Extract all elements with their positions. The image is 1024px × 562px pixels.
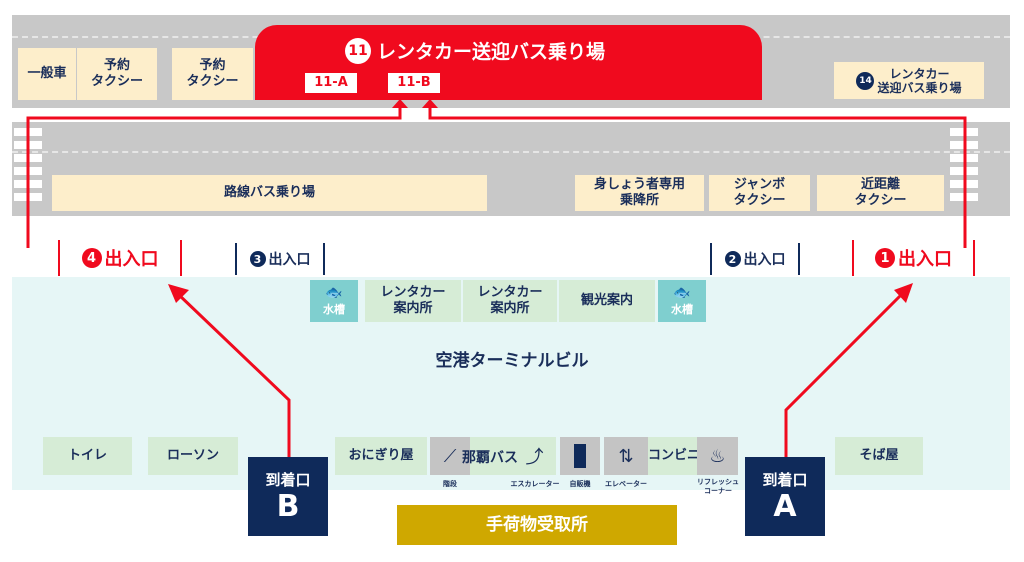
entrance-number: 4 xyxy=(81,248,102,268)
reserved-taxi-area-2: 予約タクシー xyxy=(172,48,253,100)
label: 予約 xyxy=(103,58,130,73)
label: 水槽 xyxy=(671,303,693,316)
fish-icon: 🐟 xyxy=(325,285,343,301)
stop-number-badge: 11 xyxy=(345,37,371,64)
rental-shuttle-title: 11 レンタカー送迎バス乗り場 xyxy=(345,37,675,64)
label: レンタカー xyxy=(477,285,543,300)
elevator-caption: エレベーター xyxy=(605,480,647,488)
terminal-name: 空港ターミナルビル xyxy=(435,351,589,371)
stop-number-badge: 14 xyxy=(856,71,875,90)
label: 予約 xyxy=(199,58,226,73)
entrance-number: 1 xyxy=(875,248,895,268)
escalator-icon: ⤴ xyxy=(525,447,544,468)
reserved-taxi-area-1: 予約タクシー xyxy=(77,48,157,100)
arrow-icon xyxy=(168,284,189,303)
label: タクシー xyxy=(186,74,239,89)
label: レンタカー xyxy=(889,66,950,81)
fish-icon: 🐟 xyxy=(673,285,691,301)
label: 乗降所 xyxy=(619,193,659,208)
gate-letter: A xyxy=(773,489,797,524)
rental-shuttle-stop-11: 11 レンタカー送迎バス乗り場 11-A 11-B xyxy=(255,25,762,100)
refresh-caption: リフレッシュコーナー xyxy=(690,478,746,496)
disabled-boarding-area: 身しょう者専用乗降所 xyxy=(575,175,704,211)
label: 案内所 xyxy=(393,301,433,316)
lane-divider xyxy=(12,151,1010,153)
route-a-to-entrance-1 xyxy=(784,291,905,460)
vending-caption: 自販機 xyxy=(569,480,591,488)
stop-11b: 11-B xyxy=(388,73,440,93)
stairs-caption: 階段 xyxy=(443,480,457,488)
label: レンタカー xyxy=(380,285,446,300)
title-text: レンタカー送迎バス乗り場 xyxy=(377,41,606,63)
massage-icon: ♨ xyxy=(697,437,738,475)
entrance-label: 出入口 xyxy=(898,249,952,270)
label: 身しょう者専用 xyxy=(593,177,685,192)
rental-car-info-2: レンタカー案内所 xyxy=(463,280,557,322)
stop-11a: 11-A xyxy=(305,73,357,93)
elevator-icon: ⇅ xyxy=(604,437,648,475)
route-b-to-entrance-4 xyxy=(176,292,291,460)
label: タクシー xyxy=(733,193,786,208)
label: コーナー xyxy=(704,487,732,495)
entrance-label: 出入口 xyxy=(743,252,786,268)
label: ジャンボ xyxy=(733,177,786,192)
entrance-label: 出入口 xyxy=(268,252,311,268)
escalator-caption: エスカレーター xyxy=(510,480,560,488)
label: 到着口 xyxy=(762,471,808,489)
arrow-icon xyxy=(422,99,438,108)
toilet: トイレ xyxy=(43,437,132,475)
arrow-icon xyxy=(392,99,408,108)
general-car-area: 一般車 xyxy=(18,48,76,100)
onigiri-shop: おにぎり屋 xyxy=(335,437,427,475)
tourist-info: 観光案内 xyxy=(559,280,655,322)
label: 案内所 xyxy=(490,301,530,316)
label: 到着口 xyxy=(265,471,311,489)
label: 近距離 xyxy=(860,177,900,192)
rental-shuttle-stop-14: 14 レンタカー送迎バス乗り場 xyxy=(834,62,984,99)
entrance-number: 2 xyxy=(724,251,741,267)
rental-car-info-1: レンタカー案内所 xyxy=(365,280,461,322)
entrance-label: 出入口 xyxy=(104,249,159,270)
jumbo-taxi-area: ジャンボタクシー xyxy=(709,175,810,211)
label: タクシー xyxy=(854,193,907,208)
label: リフレッシュ xyxy=(697,478,739,486)
lawson: ローソン xyxy=(148,437,238,475)
baggage-claim: 手荷物受取所 xyxy=(397,505,677,545)
label: 送迎バス乗り場 xyxy=(877,80,962,95)
label: タクシー xyxy=(90,74,143,89)
vending-machine-icon xyxy=(560,437,600,475)
convenience-store: コンビニ xyxy=(648,437,700,475)
label: 水槽 xyxy=(323,303,345,316)
stairs-icon: ⟋ xyxy=(430,437,470,475)
entrance-number: 3 xyxy=(249,251,266,267)
naha-bus-label: 那覇バス xyxy=(462,450,518,466)
arrow-icon xyxy=(894,283,913,303)
gate-letter: B xyxy=(276,489,300,524)
aquarium-left: 🐟 水槽 xyxy=(310,280,358,322)
soba-shop: そば屋 xyxy=(835,437,923,475)
aquarium-right: 🐟 水槽 xyxy=(658,280,706,322)
route-to-11b xyxy=(428,103,967,248)
short-distance-taxi-area: 近距離タクシー xyxy=(817,175,944,211)
route-to-11a xyxy=(26,103,402,248)
route-bus-stop: 路線バス乗り場 xyxy=(52,175,487,211)
